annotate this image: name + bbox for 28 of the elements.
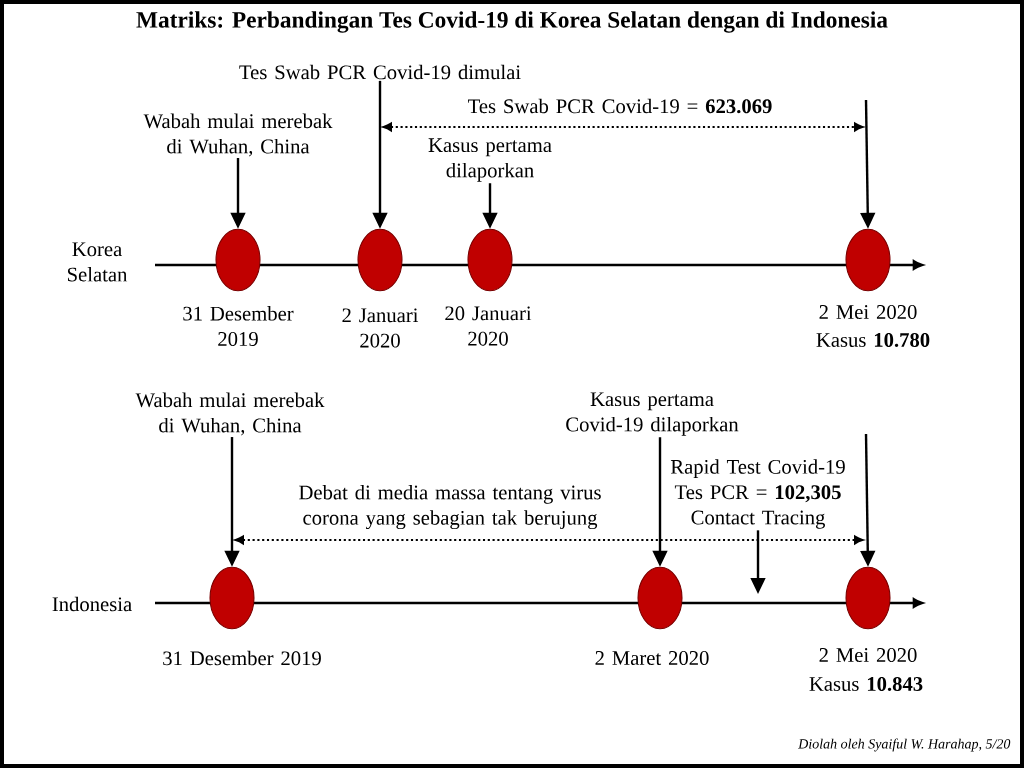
event-dot: [209, 566, 255, 630]
annotation-text: Tes Swab PCR Covid-19 dimulai: [239, 64, 521, 80]
event-dot: [637, 566, 683, 630]
date-label: 2 Mei 2020: [819, 648, 917, 662]
annotation-text: Kasus pertama dilaporkan: [428, 138, 552, 182]
event-dot: [357, 228, 403, 292]
date-label: 2 Januari 2020: [342, 308, 419, 348]
row-label: Indonesia: [52, 596, 132, 612]
date-label: 2 Mei 2020: [819, 305, 917, 319]
case-count: Kasus 10.843: [809, 677, 923, 692]
event-dot: [215, 228, 261, 292]
date-label: 20 Januari 2020: [445, 306, 532, 346]
annotation-text: Rapid Test Covid-19 Tes PCR = 102,305 Contact Tracing: [670, 459, 845, 529]
span-label: Tes Swab PCR Covid-19 = 623.069: [468, 98, 772, 114]
date-label: 31 Desember 2019: [163, 650, 321, 666]
event-dot: [845, 566, 891, 630]
date-label: 2 Maret 2020: [595, 651, 709, 665]
span-label: Debat di media massa tentang virus corona yang sebagian tak berujung: [299, 484, 601, 530]
annotation-text: Wabah mulai merebak di Wuhan, China: [143, 113, 333, 157]
credit-note: Diolah oleh Syaiful W. Harahap, 5/20: [798, 738, 1011, 752]
event-dot: [467, 228, 513, 292]
annotation-text: Wabah mulai merebak di Wuhan, China: [135, 392, 325, 436]
annotation-text: Kasus pertama Covid-19 dilaporkan: [566, 392, 739, 436]
row-label: Korea Selatan: [67, 242, 128, 282]
case-count: Kasus 10.780: [816, 333, 930, 347]
event-dot: [845, 228, 891, 292]
date-label: 31 Desember 2019: [183, 306, 294, 346]
title: Matriks: Perbandingan Tes Covid-19 di Korea Selatan dengan di Indonesia: [136, 11, 888, 33]
